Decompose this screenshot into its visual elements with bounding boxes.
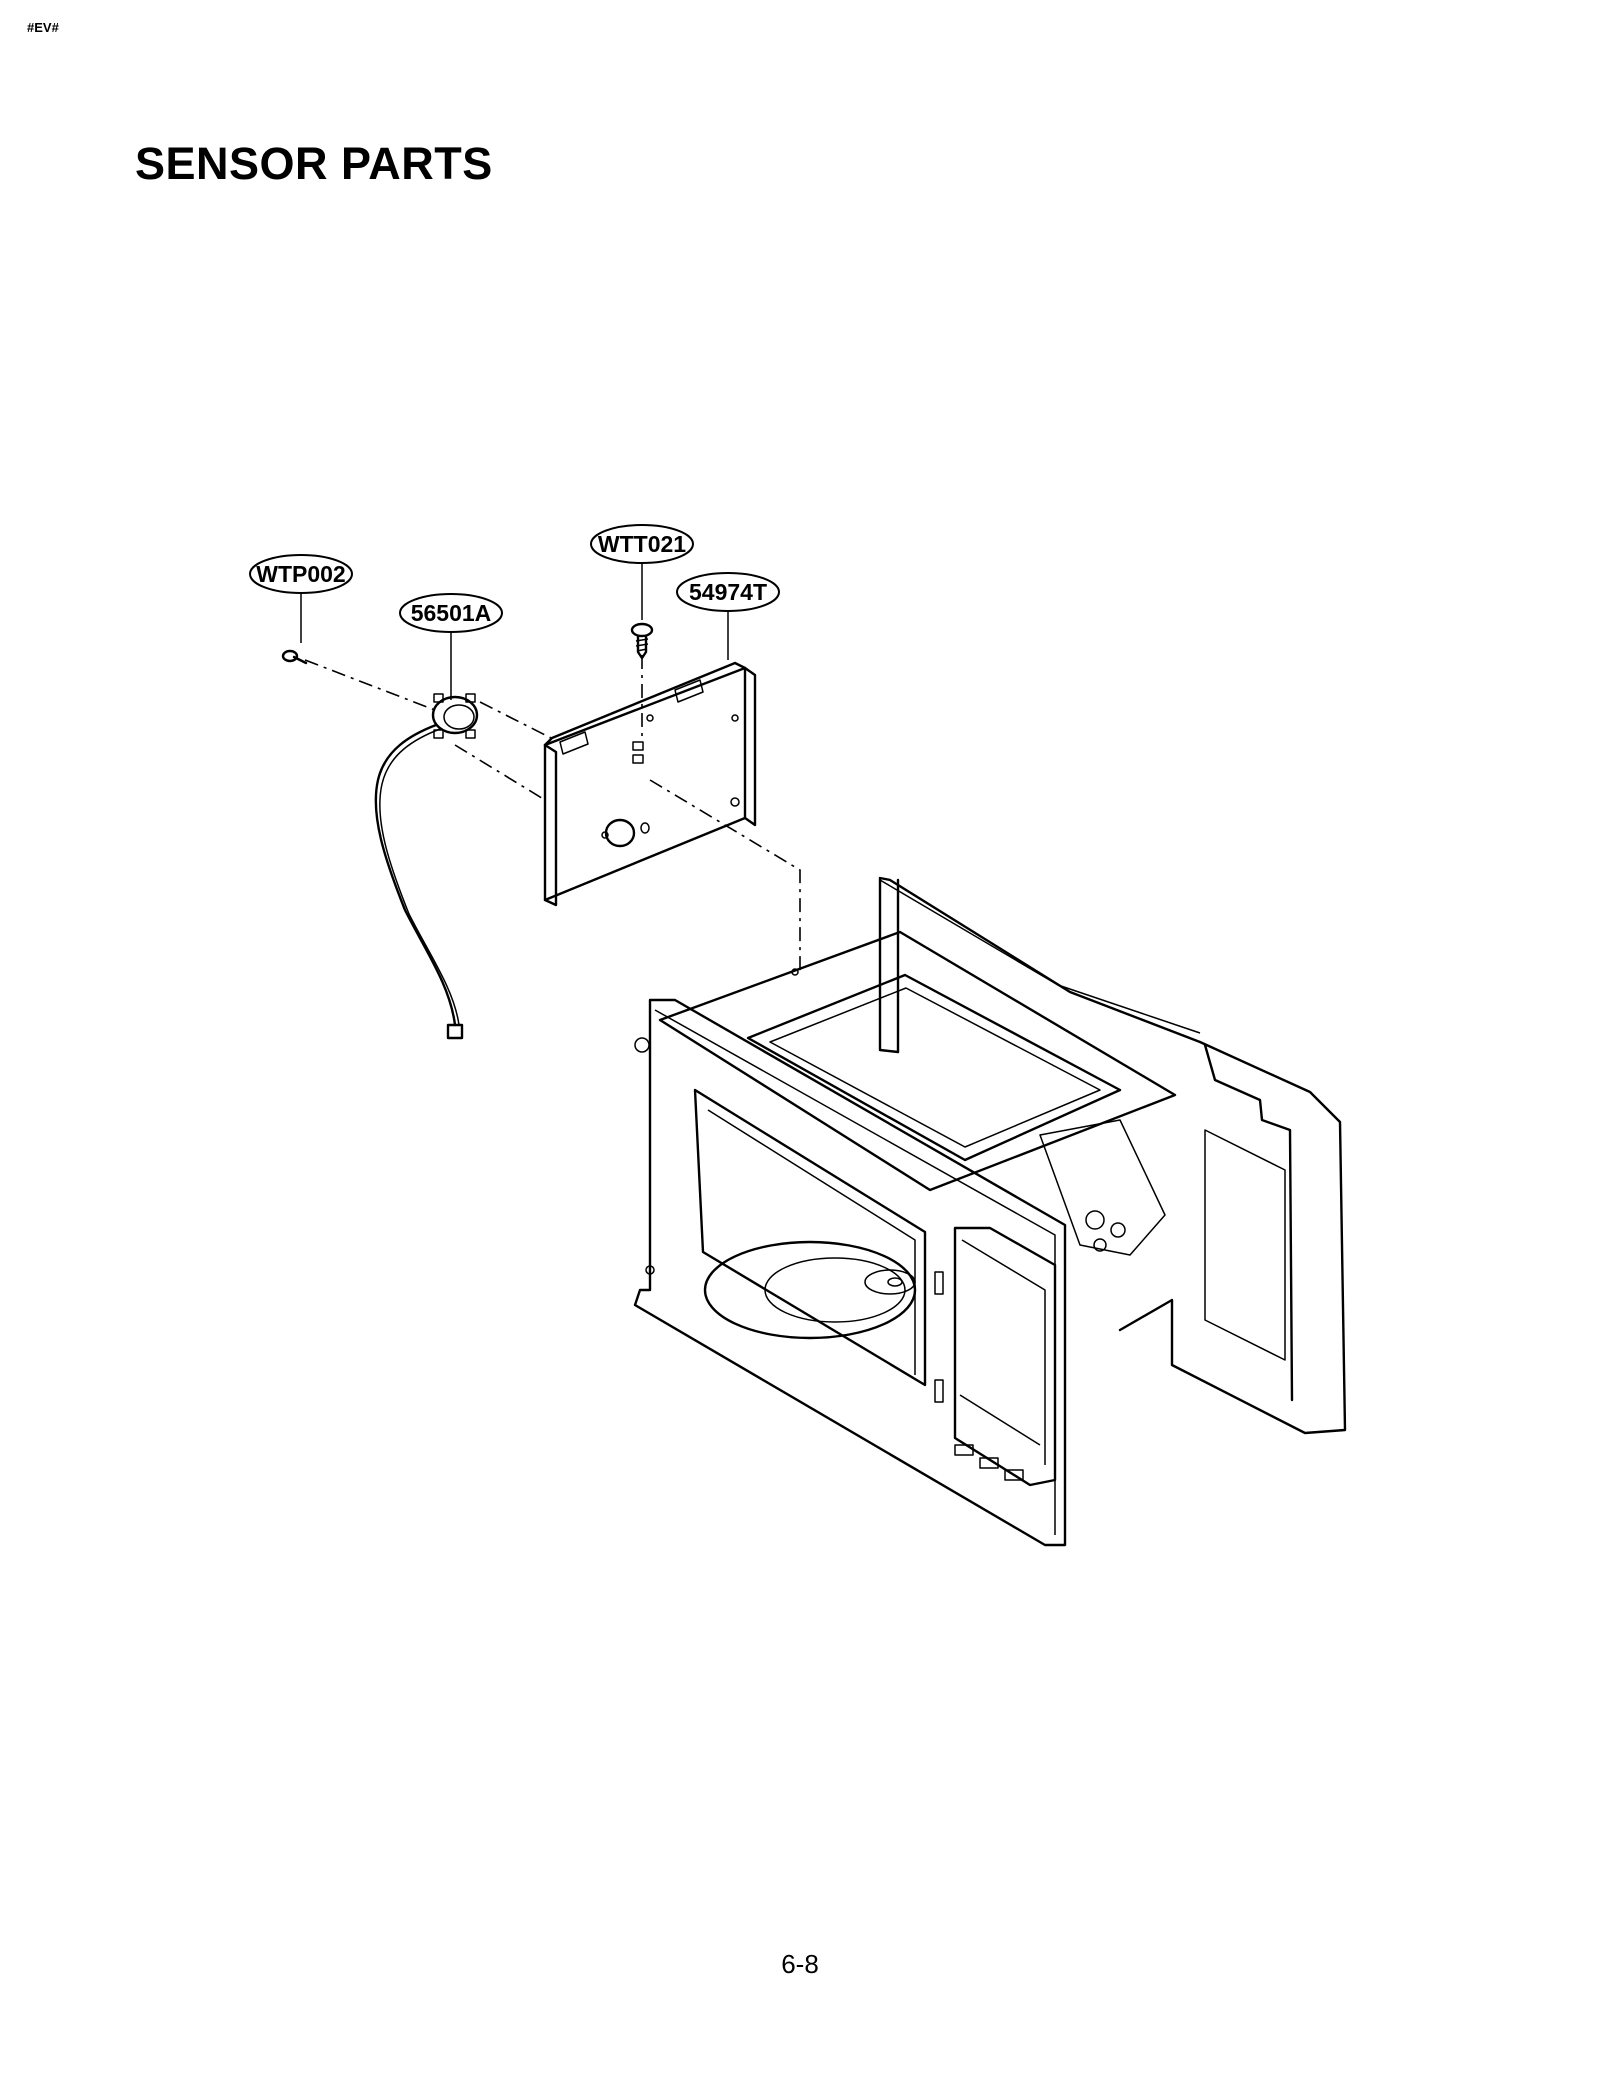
screw-wtt021 [630, 622, 654, 660]
corner-tag: #EV# [27, 20, 59, 35]
screw-wtp002 [281, 649, 308, 665]
humidity-sensor-56501a [374, 693, 479, 1040]
callout-label: WTP002 [256, 561, 345, 587]
callout-label: 56501A [411, 600, 492, 626]
assembly-lines [304, 655, 801, 975]
page-title: SENSOR PARTS [135, 138, 493, 189]
sensor-bracket-54974t [543, 661, 757, 907]
callout-56501a: 56501A [399, 593, 503, 700]
oven-cavity-assembly [633, 876, 1347, 1547]
callout-wtp002: WTP002 [249, 554, 353, 643]
callout-label: WTT021 [598, 531, 686, 557]
ventilation-grille [1204, 1129, 1286, 1361]
page-number: 6-8 [781, 1949, 819, 1979]
callout-54974t: 54974T [676, 572, 780, 660]
callout-label: 54974T [689, 579, 767, 605]
callout-wtt021: WTT021 [590, 524, 694, 620]
